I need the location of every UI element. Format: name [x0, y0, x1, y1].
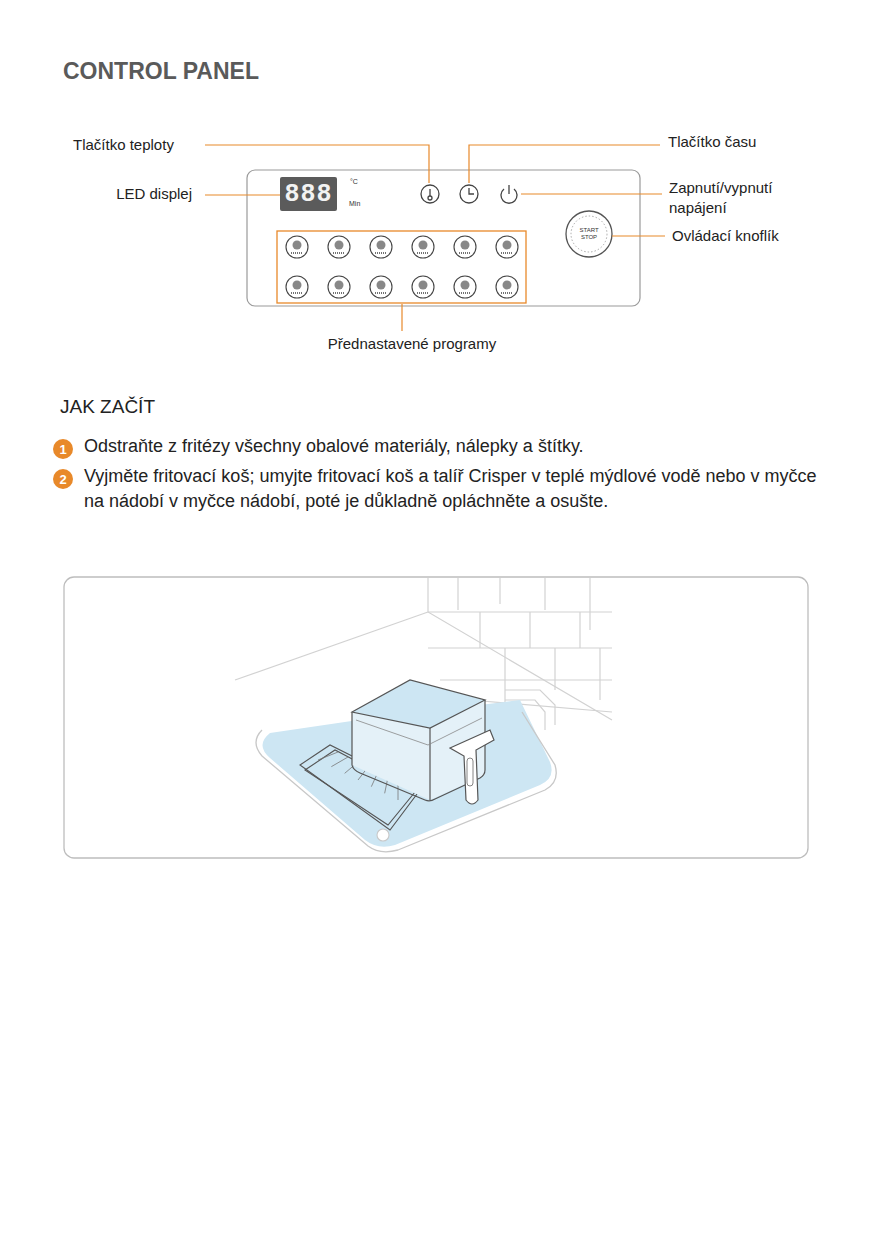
unit-label: °C — [350, 178, 358, 185]
preset-caption-mark — [501, 252, 513, 254]
step-text: Vyjměte fritovací koš; umyjte fritovací … — [84, 464, 829, 514]
preset-caption-mark — [417, 292, 429, 294]
preset-caption-mark — [501, 292, 513, 294]
preset-icon — [454, 236, 476, 258]
preset-icon — [454, 276, 476, 298]
preset-caption-mark — [291, 252, 303, 254]
control-knob — [566, 211, 612, 257]
preset-icon — [412, 276, 434, 298]
callout-label: LED displej — [116, 185, 192, 202]
preset-icon — [370, 276, 392, 298]
preset-icon — [370, 236, 392, 258]
panel-outline — [247, 170, 640, 306]
preset-icon — [496, 276, 518, 298]
knob-face: STARTSTOP — [566, 211, 612, 257]
preset-caption-mark — [375, 252, 387, 254]
preset-glyph — [335, 241, 344, 250]
preset-glyph — [503, 241, 512, 250]
callout-label: Ovládací knoflík — [672, 227, 779, 244]
preset-glyph — [335, 281, 344, 290]
preset-caption-mark — [417, 252, 429, 254]
temperature-button — [421, 185, 439, 203]
preset-caption-mark — [459, 292, 471, 294]
plate-rib — [318, 752, 338, 760]
node-text: 2 — [59, 472, 66, 487]
presets-frame — [277, 231, 526, 303]
preset-icon — [412, 236, 434, 258]
preset-glyph — [377, 241, 386, 250]
page-title: CONTROL PANEL — [63, 58, 259, 85]
callout-label: Tlačítko teploty — [73, 136, 174, 153]
fryer-basket — [352, 680, 494, 804]
unit-label: Min — [349, 200, 360, 207]
preset-glyph — [419, 241, 428, 250]
preset-caption-mark — [291, 292, 303, 294]
step-number: 2 — [53, 469, 73, 489]
node-text: START — [579, 227, 598, 234]
power-button — [501, 185, 517, 203]
preset-glyph — [461, 281, 470, 290]
preset-glyph — [293, 241, 302, 250]
sink-scene — [235, 578, 612, 730]
illustration-frame — [64, 577, 808, 858]
preset-caption-mark — [333, 292, 345, 294]
preset-icon — [286, 276, 308, 298]
time-button — [460, 185, 478, 203]
preset-icon — [328, 236, 350, 258]
preset-glyph — [461, 241, 470, 250]
callout-label: Přednastavené programy — [328, 335, 496, 352]
led-display: 888 — [280, 177, 337, 211]
callout-label: Zapnutí/vypnutí napájení — [669, 178, 799, 218]
section-heading: JAK ZAČÍT — [60, 396, 155, 418]
node-text: 888 — [284, 180, 332, 209]
preset-caption-mark — [333, 252, 345, 254]
preset-glyph — [503, 281, 512, 290]
preset-caption-mark — [375, 292, 387, 294]
preset-glyph — [293, 281, 302, 290]
preset-icon — [286, 236, 308, 258]
step-text: Odstraňte z fritézy všechny obalové mate… — [84, 436, 584, 457]
node-text: STOP — [581, 234, 597, 241]
preset-glyph — [377, 281, 386, 290]
preset-caption-mark — [459, 252, 471, 254]
callout-label: Tlačítko času — [668, 133, 756, 150]
drain — [377, 829, 389, 841]
preset-icon — [328, 276, 350, 298]
preset-icons — [286, 236, 518, 298]
leader-lines — [205, 145, 665, 331]
preset-glyph — [419, 281, 428, 290]
plate-rib — [331, 757, 348, 767]
step-number: 1 — [53, 439, 73, 459]
preset-icon — [496, 236, 518, 258]
node-text: 1 — [59, 442, 66, 457]
